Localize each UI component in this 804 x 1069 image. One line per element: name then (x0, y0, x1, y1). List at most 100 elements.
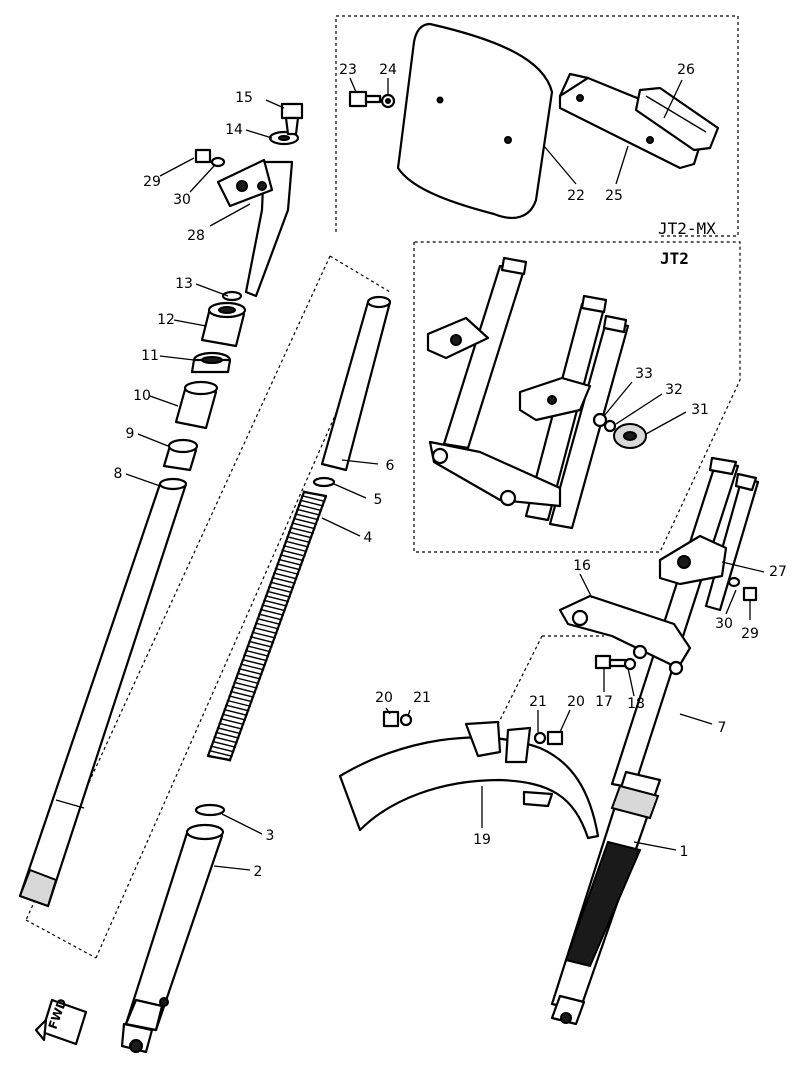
spring-coil (251, 631, 276, 639)
spring-coil (254, 622, 280, 630)
spring-coil (241, 658, 266, 667)
spring-coil (234, 676, 260, 685)
spring-coil (210, 745, 235, 753)
washer-21-right (533, 731, 547, 745)
leader-lines (125, 77, 765, 871)
callout-28: 28 (187, 228, 205, 244)
spring-coil (211, 740, 237, 749)
callout-15: 15 (235, 90, 253, 106)
callout-33: 33 (635, 366, 653, 382)
spring-coil (273, 572, 298, 580)
outer-tube-8 (18, 477, 188, 908)
washer-18 (623, 657, 637, 671)
callout-29-right: 29 (741, 626, 759, 642)
callout-6: 6 (386, 458, 395, 474)
callout-21-left: 21 (413, 690, 431, 706)
callout-30-right: 30 (715, 616, 733, 632)
spring-coil (213, 736, 238, 744)
spring-coil (225, 704, 250, 712)
callout-17: 17 (595, 694, 613, 710)
spring-coil (226, 699, 252, 708)
spring-coil (253, 626, 278, 635)
lower-bracket-16 (558, 594, 692, 676)
washer-30-left (210, 156, 226, 168)
spring-coil (294, 513, 319, 521)
spring-coil (278, 558, 303, 566)
spring-coil (208, 749, 233, 758)
spring-coil (248, 640, 273, 648)
spring-4 (206, 490, 328, 762)
spring-coil (238, 667, 263, 676)
screw-23 (348, 90, 382, 108)
damper-rod-6 (320, 295, 392, 472)
callout-14: 14 (225, 122, 243, 138)
callout-26: 26 (677, 62, 695, 78)
spring-coil (274, 567, 300, 576)
spring-coil (263, 599, 288, 607)
spring-coil (233, 681, 258, 689)
callout-30-left: 30 (173, 192, 191, 208)
spring-coil (276, 563, 301, 571)
callout-2: 2 (254, 864, 263, 880)
washer-21-left (399, 713, 413, 727)
spring-coil (215, 731, 240, 739)
nut-31 (613, 423, 647, 449)
spring-coil (271, 576, 296, 585)
spring-coil (266, 590, 291, 598)
washer-24 (380, 93, 396, 109)
washer-30-right (727, 576, 741, 588)
callout-22: 22 (567, 188, 585, 204)
spring-coil (282, 544, 308, 553)
jt2-box-label: JT2 (660, 249, 689, 268)
spring-coil (264, 595, 290, 603)
bolt-15 (280, 102, 304, 136)
spring-coil (284, 540, 309, 548)
jt2-fork-assembly (426, 256, 630, 530)
bracket-27 (658, 534, 728, 586)
spring-coil (299, 499, 324, 507)
assembly-guide-lines (25, 255, 604, 959)
jt2mx-group-box: JT2-MX (335, 15, 739, 238)
callout-18: 18 (627, 696, 645, 712)
spring-coil (256, 617, 281, 626)
spring-coil (281, 549, 306, 557)
spring-coil (244, 649, 270, 657)
callout-5: 5 (374, 492, 383, 508)
spring-coil (218, 722, 243, 730)
ring-3 (194, 803, 226, 817)
callout-27: 27 (769, 564, 787, 580)
spring-coil (243, 654, 268, 662)
callout-12: 12 (157, 312, 175, 328)
spring-coil (220, 717, 245, 726)
screw-29-right (742, 586, 758, 602)
spring-coil (228, 695, 253, 703)
spring-coil (301, 494, 326, 503)
screw-20-right (546, 730, 564, 746)
bolt-17 (594, 654, 628, 670)
spring-coil (236, 672, 261, 680)
bracket-28 (216, 158, 294, 298)
callout-numbers: 1 2 3 4 5 6 7 8 9 10 11 12 13 14 15 16 1… (114, 62, 787, 880)
spring-coil (258, 613, 283, 621)
spring-coil (221, 713, 247, 721)
callout-19: 19 (473, 832, 491, 848)
screw-20-left (382, 710, 400, 728)
spring-coil (249, 635, 275, 644)
spring-coil (279, 554, 304, 562)
oring-13 (221, 290, 243, 302)
inner-tube-2 (120, 823, 225, 1054)
plate-bracket-25 (558, 72, 708, 170)
callout-24: 24 (379, 62, 397, 78)
spring-coil (206, 754, 232, 762)
callout-1: 1 (680, 844, 689, 860)
spring-coil (269, 581, 295, 589)
callout-16: 16 (573, 558, 591, 574)
band-26 (634, 86, 720, 152)
callout-29-left: 29 (143, 174, 161, 190)
slider-1 (550, 770, 662, 1026)
collar-9 (162, 438, 199, 472)
callout-20-left: 20 (375, 690, 393, 706)
callout-31: 31 (691, 402, 709, 418)
spring-coil (286, 535, 311, 544)
